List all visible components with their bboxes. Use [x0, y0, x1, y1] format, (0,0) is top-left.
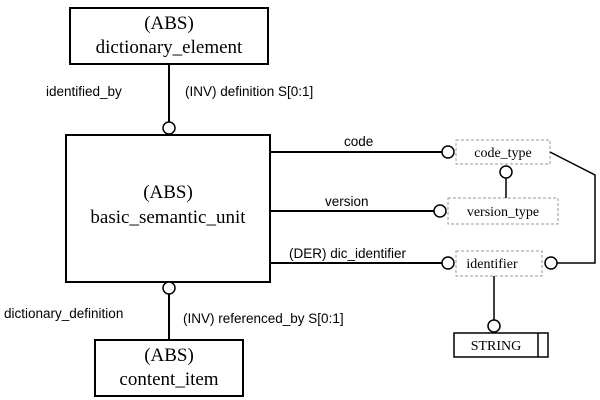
relation-end-circle-string [487, 319, 501, 333]
type-box-identifier [455, 250, 543, 277]
entity-content-item: (ABS) content_item [94, 339, 244, 397]
relation-end-circle-code [441, 145, 455, 159]
relation-code: code [270, 134, 455, 159]
relation-end-circle-version [433, 204, 447, 218]
type-label-string: STRING [471, 339, 522, 354]
type-box-version-type [447, 197, 559, 225]
relation-end-circle-code-type [499, 165, 513, 179]
relation-label-inv-referenced-by: (INV) referenced_by S[0:1] [183, 311, 344, 326]
relation-label-dic-identifier: (DER) dic_identifier [289, 246, 407, 261]
entity-name-dictionary-element: dictionary_element [96, 37, 243, 58]
relation-identified-by: identified_by (INV) definition S[0:1] [46, 64, 313, 135]
type-box-code-type [455, 139, 551, 165]
relation-end-circle-dictionary-definition [162, 281, 176, 295]
type-box-string [453, 332, 549, 358]
entity-box-dictionary-element [69, 7, 269, 65]
relation-version: version [270, 194, 447, 218]
relation-line-code-type-to-identifier [549, 151, 596, 264]
relation-label-inv-definition: (INV) definition S[0:1] [185, 84, 313, 99]
type-code-type: code_type [455, 139, 551, 165]
relation-code-type-to-version-type [499, 165, 513, 198]
relation-dictionary-definition: dictionary_definition (INV) referenced_b… [4, 281, 344, 340]
entity-name-basic-semantic-unit: basic_semantic_unit [90, 207, 246, 228]
type-label-version-type: version_type [467, 205, 539, 220]
type-version-type: version_type [447, 197, 559, 225]
relation-label-dictionary-definition: dictionary_definition [4, 306, 123, 321]
type-label-identifier: identifier [466, 257, 518, 272]
entity-stereotype-content-item: (ABS) [144, 345, 194, 366]
relation-end-circle-identifier [544, 256, 558, 270]
relation-label-code: code [344, 134, 373, 149]
entity-box-basic-semantic-unit [65, 134, 271, 283]
type-string: STRING [453, 332, 549, 358]
entity-stereotype-basic-semantic-unit: (ABS) [143, 182, 193, 203]
entity-name-content-item: content_item [119, 369, 218, 390]
type-identifier: identifier [455, 250, 543, 277]
relation-dic-identifier: (DER) dic_identifier [270, 246, 455, 270]
relation-label-identified-by: identified_by [46, 84, 122, 99]
relation-end-circle-identified-by [162, 121, 176, 135]
entity-basic-semantic-unit: (ABS) basic_semantic_unit [65, 134, 271, 283]
relation-label-version: version [325, 194, 369, 209]
entity-dictionary-element: (ABS) dictionary_element [69, 7, 269, 65]
relation-identifier-to-string [487, 276, 501, 333]
type-label-code-type: code_type [474, 146, 532, 161]
entity-stereotype-dictionary-element: (ABS) [144, 13, 194, 34]
relation-code-type-to-identifier [544, 151, 596, 270]
relation-end-circle-dic-identifier [441, 256, 455, 270]
